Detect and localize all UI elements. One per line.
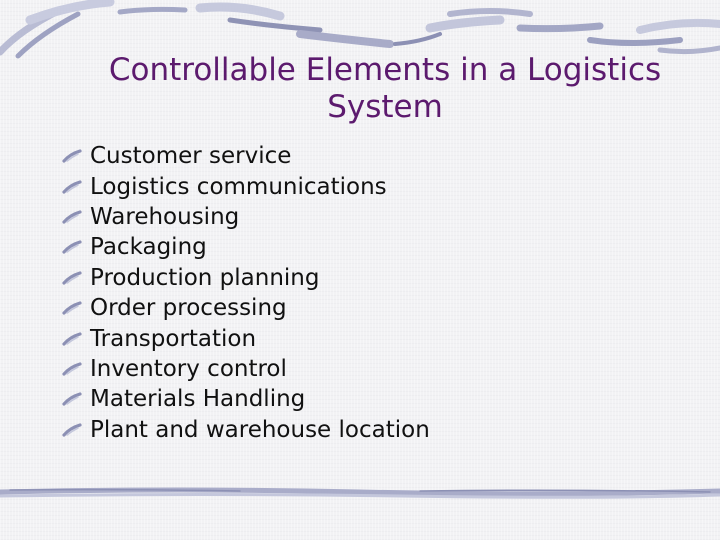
brush-stroke-bullet-icon bbox=[62, 331, 82, 346]
list-item: Packaging bbox=[62, 232, 430, 262]
brush-stroke-bullet-icon bbox=[62, 179, 82, 194]
list-item: Production planning bbox=[62, 263, 430, 293]
bullet-text: Order processing bbox=[90, 295, 287, 322]
list-item: Plant and warehouse location bbox=[62, 415, 430, 445]
bullet-text: Production planning bbox=[90, 264, 320, 291]
bullet-list: Customer service Logistics communication… bbox=[62, 141, 430, 445]
brush-stroke-header-decoration bbox=[0, 0, 720, 59]
bullet-text: Customer service bbox=[90, 143, 292, 170]
brush-stroke-bullet-icon bbox=[62, 210, 82, 224]
bullet-text: Packaging bbox=[90, 234, 207, 261]
bullet-text: Logistics communications bbox=[90, 173, 387, 200]
bullet-text: Warehousing bbox=[90, 203, 240, 230]
list-item: Customer service bbox=[62, 141, 430, 171]
brush-stroke-bullet-icon bbox=[62, 240, 82, 254]
bullet-text: Plant and warehouse location bbox=[90, 416, 430, 443]
bullet-text: Transportation bbox=[90, 325, 257, 352]
list-item: Warehousing bbox=[62, 202, 430, 232]
list-item: Transportation bbox=[62, 323, 430, 353]
slide-title: Controllable Elements in a Logistics Sys… bbox=[108, 52, 662, 125]
bullet-text: Inventory control bbox=[90, 355, 287, 382]
brush-stroke-bullet-icon bbox=[62, 362, 82, 376]
list-item: Materials Handling bbox=[62, 384, 430, 414]
brush-stroke-bullet-icon bbox=[62, 423, 82, 437]
brush-stroke-bullet-icon bbox=[62, 271, 82, 285]
list-item: Inventory control bbox=[62, 354, 430, 384]
brush-stroke-bullet-icon bbox=[62, 301, 82, 315]
brush-stroke-bullet-icon bbox=[62, 149, 82, 163]
list-item: Logistics communications bbox=[62, 171, 430, 201]
list-item: Order processing bbox=[62, 293, 430, 323]
brush-stroke-bullet-icon bbox=[62, 392, 82, 406]
brush-stroke-footer-rule bbox=[0, 487, 720, 499]
bullet-text: Materials Handling bbox=[90, 386, 306, 413]
